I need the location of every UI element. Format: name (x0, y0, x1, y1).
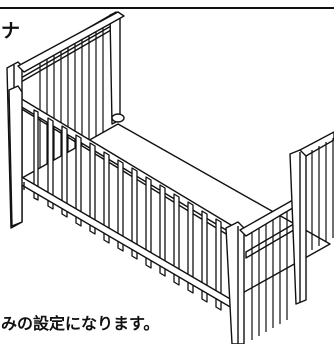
left-end-rail (17, 11, 125, 73)
near-left-post (8, 85, 23, 227)
front-right-post (225, 221, 245, 344)
far-right-post (289, 149, 307, 305)
text-fragment-bottom: みの設定になります。 (1, 314, 161, 334)
top-rule (0, 7, 334, 9)
back-right-post (109, 11, 121, 125)
rail-knob (111, 113, 125, 123)
front-slats (33, 109, 222, 311)
text-fragment-top: ナ (1, 20, 21, 42)
right-end-panel (239, 195, 307, 340)
far-right-rail (299, 131, 334, 250)
